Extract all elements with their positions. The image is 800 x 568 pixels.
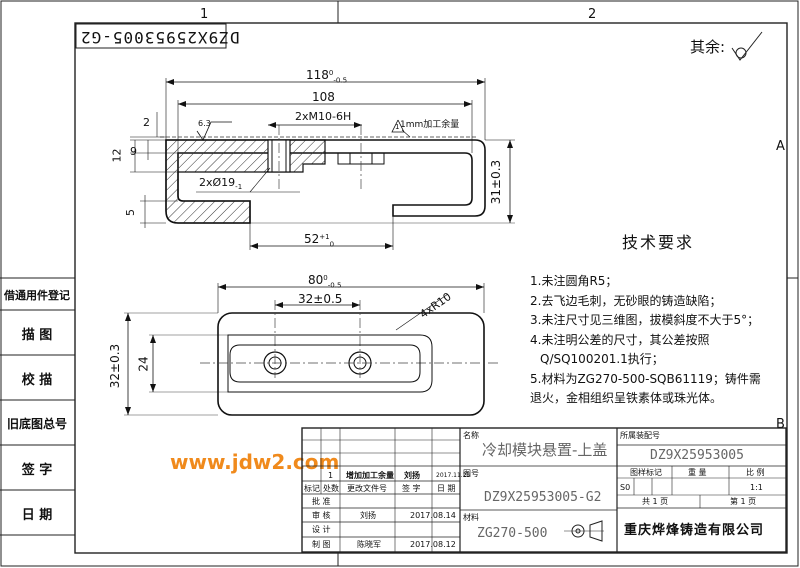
dim-80: 800-0.5 xyxy=(308,273,342,290)
rev-header-mark: 标记 xyxy=(304,484,320,493)
side-signature: 签 字 xyxy=(21,462,53,478)
review-label: 审 核 xyxy=(312,511,331,520)
dim-108: 108 xyxy=(312,90,335,104)
rev-count: 1 xyxy=(328,471,334,480)
dim-holes: 2xØ19-1 xyxy=(199,176,243,192)
rev-header-count: 处数 xyxy=(323,484,339,493)
belongs-label: 所属装配号 xyxy=(620,431,660,440)
weight-label: 重 量 xyxy=(688,468,707,477)
side-check-trace: 校 描 xyxy=(21,372,53,388)
dim-allowance-flag: 1 xyxy=(395,123,400,131)
scale: 1:1 xyxy=(750,483,763,492)
tech-req-line: 4.未注明公差的尺寸，其公差按照 xyxy=(530,332,710,347)
zone-mark-1: 1 xyxy=(200,7,209,22)
tech-req-line: 1.未注圆角R5； xyxy=(530,274,618,288)
name-label: 名称 xyxy=(463,431,479,440)
watermark: www.jdw2.com xyxy=(170,450,340,474)
dim-118: 1180-0.5 xyxy=(306,68,348,85)
tech-req-title: 技术要求 xyxy=(622,233,695,252)
material-label: 材料 xyxy=(463,513,479,522)
drafter: 陈晓军 xyxy=(357,540,381,549)
rev-header-sign: 签 字 xyxy=(402,484,421,493)
rev-header-date: 日 期 xyxy=(437,484,456,493)
drawing-no: DZ9X25953005-G2 xyxy=(484,490,602,505)
sheets-total: 共 1 页 xyxy=(642,497,669,506)
drawing-no-label: 图号 xyxy=(463,469,479,478)
review-date: 2017.08.14 xyxy=(410,511,456,520)
scale-label: 比 例 xyxy=(746,468,765,477)
tech-req-line: 3.未注尺寸见三维图，拔模斜度不大于5°； xyxy=(530,313,760,327)
tech-req-line: 退火，金相组织呈铁素体或珠光体。 xyxy=(530,391,723,405)
side-borrow-register: 借通用件登记 xyxy=(4,288,70,302)
draw-date: 2017.08.12 xyxy=(410,540,456,549)
dim-roughness: 6.3 xyxy=(198,119,211,128)
surface-finish-note: 其余: xyxy=(690,38,726,56)
tech-req-line: Q/SQ100201.1执行； xyxy=(540,352,664,366)
dim-52: 52+10 xyxy=(304,232,335,249)
zone-mark-b: B xyxy=(776,417,785,432)
zone-mark-2: 2 xyxy=(588,7,597,22)
zone-mark-a: A xyxy=(776,139,785,154)
stage: S0 xyxy=(620,483,631,492)
dim-2: 2 xyxy=(143,116,150,129)
dim-thread: 2xM10-6H xyxy=(295,110,352,123)
tech-req-line: 2.去飞边毛刺，无砂眼的铸造缺陷； xyxy=(530,293,722,308)
side-old-base-number: 旧底图总号 xyxy=(6,416,67,431)
reviewer: 刘扬 xyxy=(360,511,376,520)
dim-9: 9 xyxy=(130,145,137,158)
material: ZG270-500 xyxy=(477,526,548,541)
tech-req-list: 1.未注圆角R5； 2.去飞边毛刺，无砂眼的铸造缺陷； 3.未注尺寸见三维图，拔… xyxy=(530,272,761,409)
side-date: 日 期 xyxy=(21,507,53,523)
surface-finish-symbol-icon xyxy=(731,31,763,61)
side-trace: 描 图 xyxy=(21,327,53,343)
belongs: DZ9X25953005 xyxy=(650,448,744,463)
part-name: 冷却模块悬置-上盖 xyxy=(482,441,608,459)
stage-label: 图样标记 xyxy=(630,468,662,477)
sheet-no: 第 1 页 xyxy=(730,497,757,506)
rev-header-docno: 更改文件号 xyxy=(347,484,387,493)
draw-label: 制 图 xyxy=(312,540,331,549)
rev-signer: 刘扬 xyxy=(404,471,420,480)
dim-32: 32±0.5 xyxy=(298,292,343,306)
tech-req-line: 5.材料为ZG270-500-SQB61119；铸件需 xyxy=(530,371,761,386)
company-name: 重庆烨烽铸造有限公司 xyxy=(624,523,765,538)
approve-label: 批 准 xyxy=(312,497,331,506)
dim-allowance: 1mm加工余量 xyxy=(400,120,460,130)
design-label: 设 计 xyxy=(312,525,331,534)
rev-desc: 增加加工余量 xyxy=(346,471,394,480)
rev-date: 2017.11.25 xyxy=(436,472,471,479)
